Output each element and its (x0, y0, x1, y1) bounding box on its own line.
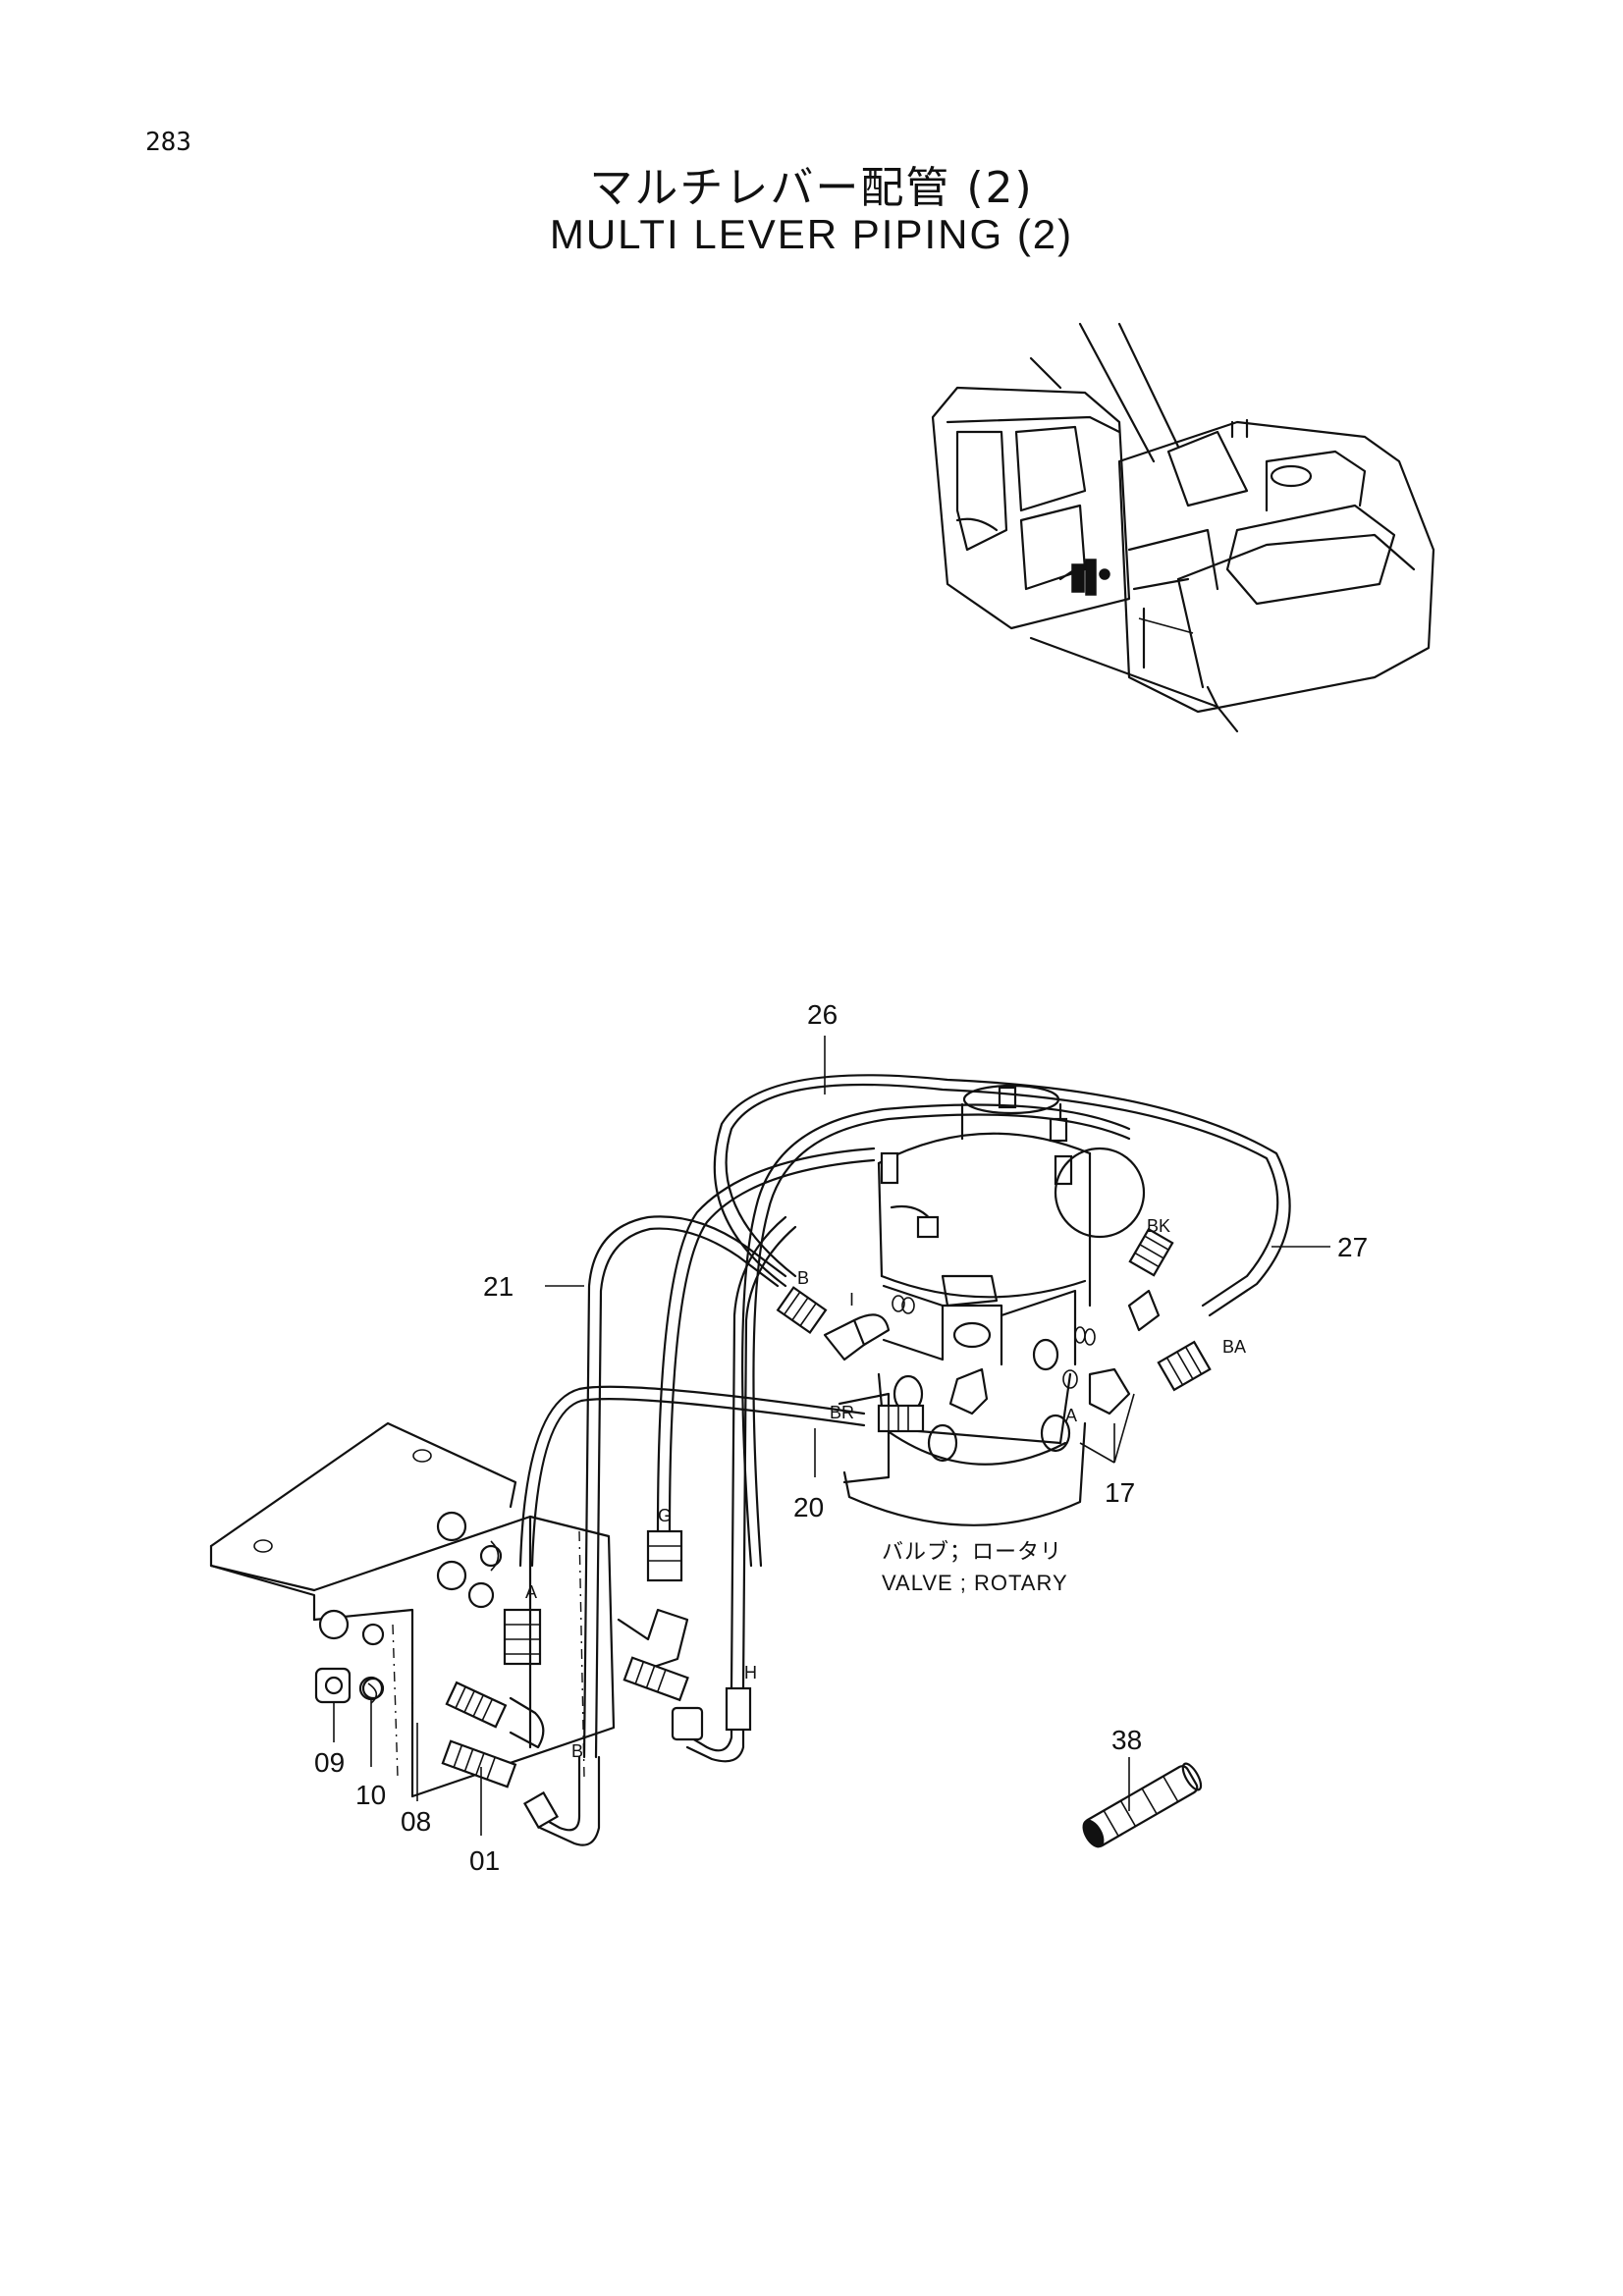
valve-label-english: VALVE ; ROTARY (882, 1571, 1068, 1595)
part-38-illustration (1082, 1762, 1203, 1848)
hose-26 (713, 1074, 1291, 1317)
port-label-bk: BK (1147, 1216, 1170, 1236)
hose-20 (518, 1385, 866, 1568)
part-number-21: 21 (483, 1271, 514, 1302)
hose-end-fittings (503, 1227, 1212, 1666)
part-number-01: 01 (469, 1845, 500, 1876)
part-number-09: 09 (314, 1747, 345, 1778)
port-label-a-valve: A (1065, 1406, 1077, 1425)
title-english: MULTI LEVER PIPING (2) (549, 211, 1074, 257)
page-number: 283 (145, 128, 191, 157)
port-label-g: G (658, 1506, 672, 1525)
hose-27 (741, 1103, 1131, 1568)
port-label-b-top: B (797, 1268, 809, 1288)
port-label-a-left: A (525, 1582, 537, 1602)
part-number-17: 17 (1105, 1477, 1135, 1508)
hose-21 (582, 1215, 787, 1759)
elbow-fittings (823, 1289, 1161, 1415)
port-label-h: H (744, 1663, 757, 1682)
port-label-br: BR (830, 1403, 854, 1422)
part-number-08: 08 (401, 1806, 431, 1837)
part-number-27: 27 (1337, 1232, 1368, 1262)
excavator-overview-illustration (931, 322, 1435, 733)
port-label-b-bottom: B (571, 1741, 583, 1761)
hose-g (656, 1147, 876, 1533)
port-label-ba: BA (1222, 1337, 1246, 1357)
hose-h (730, 1215, 797, 1690)
part-number-20: 20 (793, 1492, 824, 1522)
port-label-i: I (849, 1290, 854, 1309)
multi-lever-block-illustration (209, 1421, 752, 1846)
valve-label-japanese: バルブ；ロータリ (882, 1539, 1062, 1564)
rotary-valve-illustration (838, 1084, 1146, 1526)
part-number-38: 38 (1111, 1725, 1142, 1755)
part-number-10: 10 (355, 1780, 386, 1810)
part-number-26: 26 (807, 999, 838, 1030)
title-japanese: マルチレバー配管 (2) (589, 163, 1034, 213)
leader-lines (333, 1036, 1330, 1836)
